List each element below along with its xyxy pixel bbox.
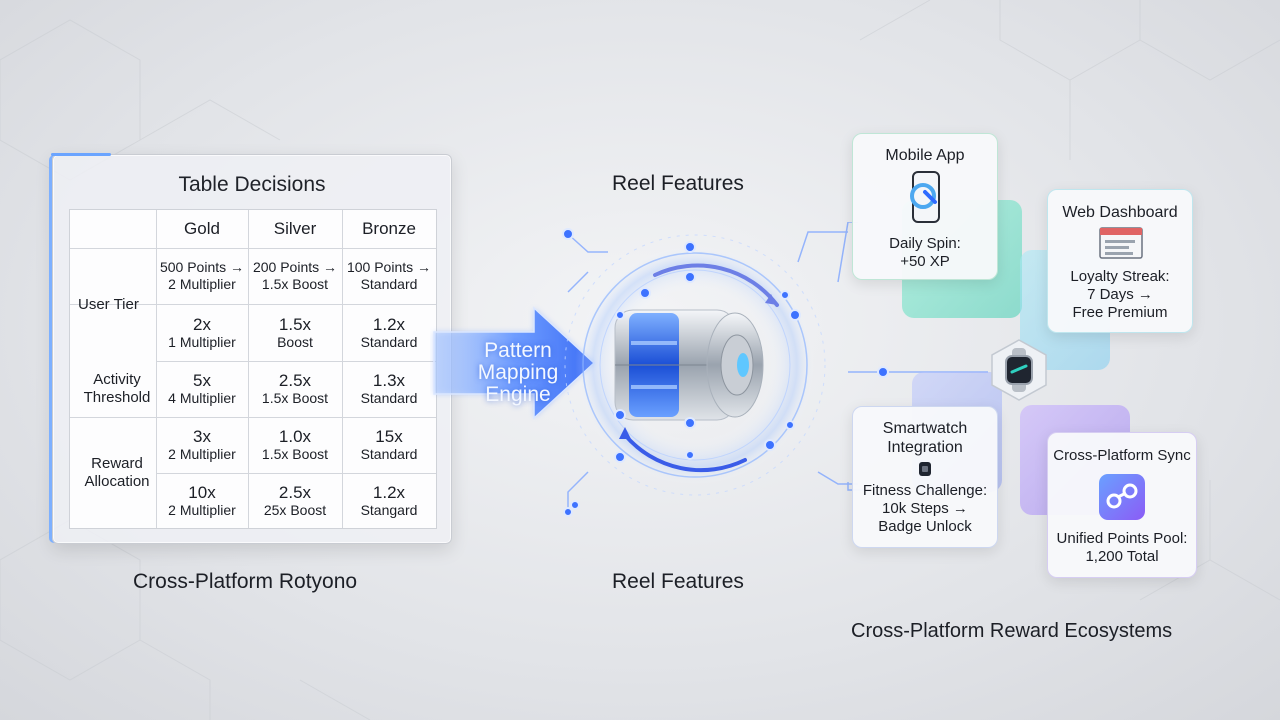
cell-line-1: 1.2x — [372, 482, 406, 502]
cell-line-2: 1.5x Boost — [261, 276, 329, 292]
arrow-label-line2: Mapping — [477, 361, 559, 384]
cell-line-1: 1.0x — [278, 427, 312, 446]
web-dashboard-line3: Free Premium — [1072, 304, 1168, 321]
smartwatch-integration-card: Smartwatch Integration Fitness Challenge… — [852, 406, 998, 548]
decision-table: Gold Silver Bronze User Tier Activity Th… — [69, 209, 437, 529]
table-cell: 1.3x Standard — [342, 361, 436, 417]
pattern-mapping-arrow — [433, 306, 596, 420]
cell-line-1: 2.5x — [278, 482, 312, 502]
mobile-app-line2: +50 XP — [900, 253, 950, 270]
reward-ecosystems-label: Cross-Platform Reward Ecosystems — [851, 620, 1173, 642]
cell-line-2: Standard — [360, 446, 418, 462]
table-title: Table Decisions — [178, 173, 326, 196]
cell-line-1: 10x — [188, 482, 216, 502]
mobile-app-line1: Daily Spin: — [889, 235, 961, 252]
smartwatch-line3: Badge Unlock — [878, 518, 972, 535]
arrow-label: Pattern Mapping Engine — [452, 340, 584, 406]
header-bronze: Bronze — [362, 219, 416, 238]
table-cell: 1.2x Stangard — [342, 473, 436, 528]
table-cell: 1.2x Standard — [342, 304, 436, 361]
smartwatch-title-line2: Integration — [887, 439, 963, 456]
browser-window-icon — [1099, 227, 1143, 259]
smartwatch-line2: 10k Steps → — [882, 500, 968, 517]
cell-line-2: Standard — [360, 276, 418, 292]
reel-engine — [564, 234, 826, 510]
link-sync-icon — [1099, 474, 1145, 520]
web-dashboard-card: Web Dashboard Loyalty Streak: 7 Days → F… — [1047, 189, 1193, 333]
watch-icon — [919, 462, 931, 476]
smartwatch-title-line1: Smartwatch — [882, 420, 968, 437]
cell-line-1: 200 Points → — [252, 259, 338, 275]
cell-line-2: 2 Multiplier — [168, 276, 236, 292]
cell-line-2: Boost — [277, 333, 313, 350]
mobile-app-title: Mobile App — [885, 147, 965, 164]
table-cell: 3x 2 Multiplier — [156, 417, 248, 473]
cell-line-2: 1.5x Boost — [261, 390, 329, 406]
arrow-label-line1: Pattern — [484, 339, 552, 362]
cell-line-1: 100 Points → — [346, 259, 432, 275]
cell-line-2: 25x Boost — [263, 501, 327, 518]
cell-line-2: Standard — [360, 333, 418, 350]
row-label-user-tier: User Tier — [78, 295, 139, 313]
header-gold: Gold — [184, 219, 220, 238]
cell-line-1: 1.2x — [372, 314, 406, 334]
header-silver: Silver — [273, 219, 317, 238]
table-cell: 1.0x 1.5x Boost — [248, 417, 342, 473]
table-cell: 1.5x Boost — [248, 304, 342, 361]
reel-features-top-label: Reel Features — [612, 172, 744, 195]
arrow-label-line3: Engine — [485, 383, 551, 406]
table-cell: 2.5x 1.5x Boost — [248, 361, 342, 417]
reel-features-bottom-label: Reel Features — [612, 570, 744, 593]
decision-table-panel: Table Decisions Gold Silver Bronze User … — [51, 153, 452, 544]
table-cell: 2.5x 25x Boost — [248, 473, 342, 528]
cell-line-1: 15x — [375, 427, 403, 446]
cell-line-1: 1.5x — [278, 314, 312, 334]
cell-line-1: 2x — [193, 314, 211, 334]
web-dashboard-line2: 7 Days → — [1087, 286, 1153, 303]
smartphone-icon — [910, 171, 940, 223]
table-cell: 10x 2 Multiplier — [156, 473, 248, 528]
cell-line-1: 5x — [193, 371, 211, 390]
cell-line-2: 1 Multiplier — [168, 333, 236, 350]
table-cell: 15x Standard — [342, 417, 436, 473]
cell-line-2: 2 Multiplier — [168, 501, 236, 518]
cell-line-2: 1.5x Boost — [261, 446, 329, 462]
table-cell: 5x 4 Multiplier — [156, 361, 248, 417]
table-cell: 100 Points → Standard — [342, 248, 436, 304]
table-cell: 200 Points → 1.5x Boost — [248, 248, 342, 304]
row-label-reward-allocation: Reward Allocation — [84, 454, 150, 490]
smartwatch-hub-icon — [991, 339, 1047, 401]
table-cell: 500 Points → 2 Multiplier — [156, 248, 248, 304]
cell-line-2: Standard — [360, 390, 418, 406]
web-dashboard-title: Web Dashboard — [1062, 204, 1178, 221]
cell-line-1: 2.5x — [278, 371, 312, 390]
cell-line-2: 4 Multiplier — [168, 390, 236, 406]
sync-line2: 1,200 Total — [1085, 548, 1159, 565]
cell-line-2: 2 Multiplier — [168, 446, 236, 462]
row-label-activity-threshold: Activity Threshold — [83, 371, 151, 406]
smartwatch-line1: Fitness Challenge: — [862, 482, 988, 499]
sync-title: Cross-Platform Sync — [1053, 447, 1191, 464]
cross-platform-bottom-left-label: Cross-Platform Rotyono — [133, 570, 358, 593]
cell-line-2: Stangard — [360, 501, 418, 518]
table-cell: 2x 1 Multiplier — [156, 304, 248, 361]
cross-platform-sync-card: Cross-Platform Sync Unified Points Pool:… — [1047, 432, 1197, 578]
mobile-app-card: Mobile App Daily Spin: +50 XP — [852, 133, 998, 280]
cell-line-1: 500 Points → — [159, 259, 245, 275]
cell-line-1: 3x — [193, 427, 211, 446]
web-dashboard-line1: Loyalty Streak: — [1070, 268, 1170, 285]
cell-line-1: 1.3x — [372, 371, 406, 390]
sync-line1: Unified Points Pool: — [1056, 530, 1188, 547]
